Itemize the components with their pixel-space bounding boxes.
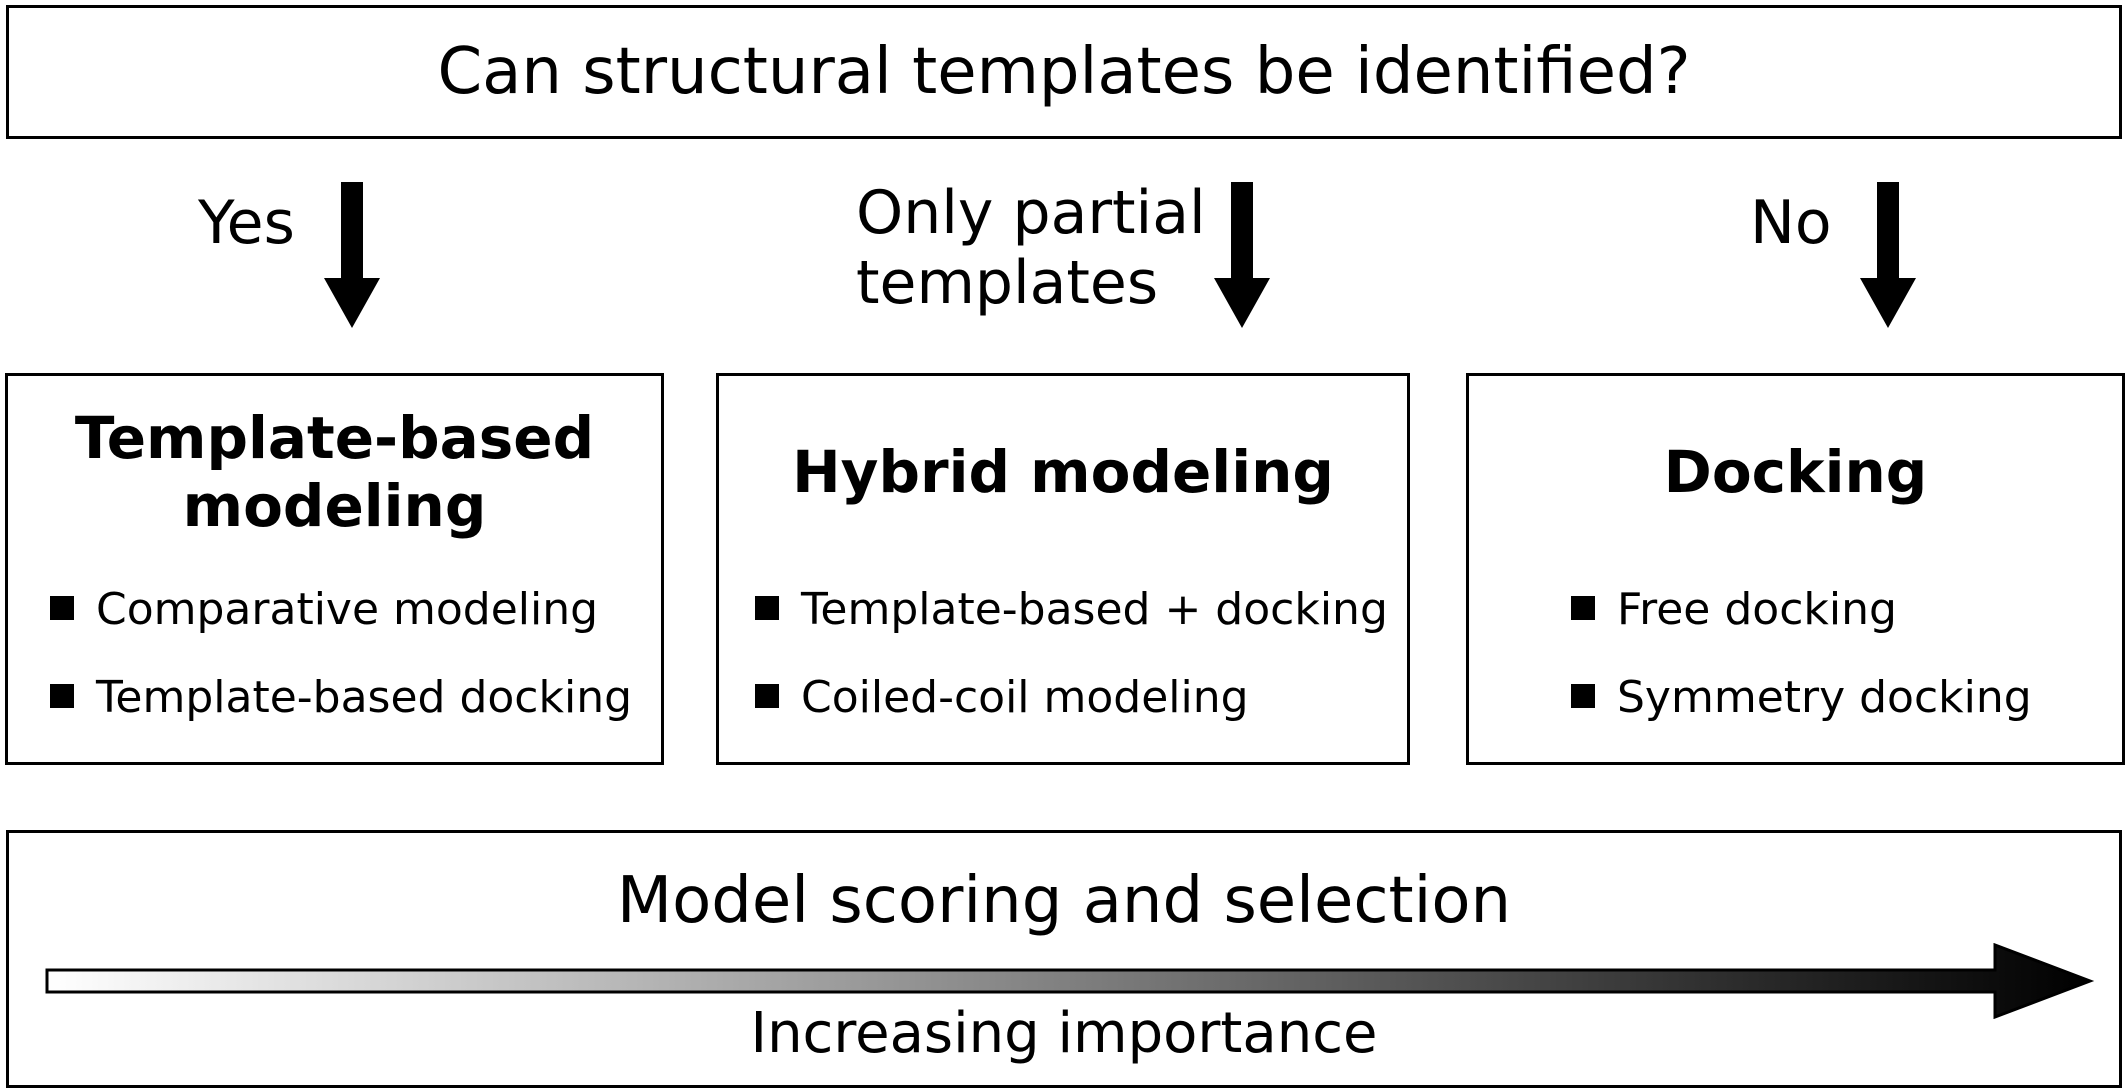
list-item-text: Free docking [1617,584,1897,635]
scoring-subtitle: Increasing importance [750,1001,1378,1066]
scoring-box: Model scoring and selection Increasing i… [6,830,2122,1088]
list-item: Symmetry docking [1571,672,2032,724]
method-title-template-based: Template-based modeling [8,404,661,540]
method-box-hybrid: Hybrid modeling Template-based + docking… [716,373,1410,765]
scoring-title: Model scoring and selection [616,864,1512,938]
list-item-text: Template-based docking [96,672,633,723]
list-item-text: Symmetry docking [1617,672,2032,723]
method-title-hybrid: Hybrid modeling [792,438,1334,506]
method-box-template-based: Template-based modeling Comparative mode… [5,373,664,765]
bullet-square-icon [755,684,779,708]
bullet-square-icon [755,596,779,620]
method-box-docking: Docking Free docking Symmetry docking [1466,373,2125,765]
list-item: Template-based docking [50,672,632,724]
method-title-docking: Docking [1663,438,1928,506]
list-item: Coiled-coil modeling [755,672,1249,724]
bullet-square-icon [50,596,74,620]
bullet-square-icon [1571,684,1595,708]
list-item: Template-based + docking [755,584,1388,636]
down-arrow-no-icon [1860,182,1916,328]
question-text: Can structural templates be identified? [437,35,1691,109]
list-item: Free docking [1571,584,1897,636]
question-box: Can structural templates be identified? [6,5,2122,139]
branch-label-partial-line-1: Only partial [856,178,1206,248]
branch-label-partial-line-2: templates [856,248,1159,318]
bullet-square-icon [50,684,74,708]
down-arrow-partial-icon [1214,182,1270,328]
list-item-text: Comparative modeling [96,584,599,635]
method-title-line-1: Template-based [74,404,595,472]
bullet-square-icon [1571,596,1595,620]
branch-label-yes: Yes [198,188,295,258]
branch-label-no: No [1750,188,1832,258]
list-item: Comparative modeling [50,584,598,636]
list-item-text: Coiled-coil modeling [801,672,1249,723]
down-arrow-yes-icon [324,182,380,328]
method-title-line-2: modeling [182,472,487,540]
gradient-arrow-icon [45,943,2095,1019]
branch-label-partial: Only partial templates [856,178,1206,318]
list-item-text: Template-based + docking [801,584,1388,635]
